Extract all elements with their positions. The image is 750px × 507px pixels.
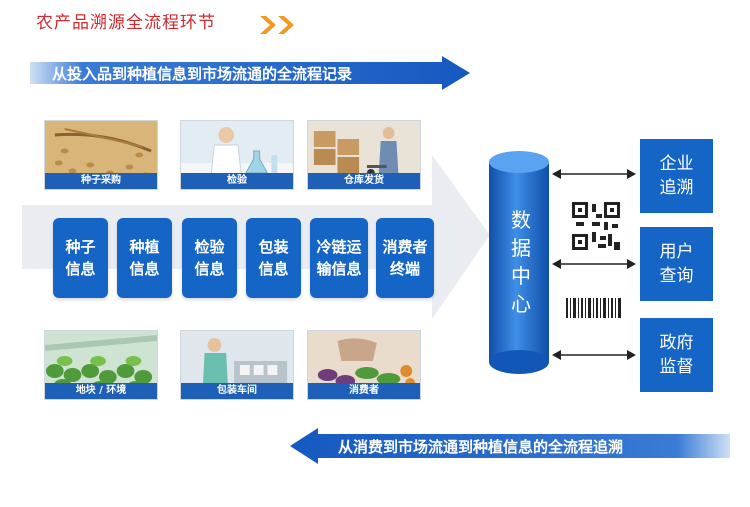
photo-consumer: 消费者 bbox=[307, 330, 421, 400]
double-arrow-icon bbox=[552, 350, 636, 360]
page-title: 农产品溯源全流程环节 bbox=[36, 13, 216, 33]
forward-flow-banner: 从投入品到种植信息到市场流通的全流程记录 bbox=[30, 56, 470, 90]
photo-caption: 消费者 bbox=[308, 383, 420, 399]
info-block-planting: 种植信息 bbox=[117, 218, 172, 298]
photo-seed-purchase: 种子采购 bbox=[44, 120, 158, 190]
box-government-supervision: 政府监督 bbox=[640, 318, 713, 392]
double-arrow-icon bbox=[552, 259, 636, 269]
photo-caption: 检验 bbox=[181, 173, 293, 189]
box-user-query: 用户查询 bbox=[640, 227, 713, 301]
reverse-trace-text: 从消费到市场流通到种植信息的全流程追溯 bbox=[338, 437, 624, 456]
barcode-icon bbox=[566, 298, 621, 318]
box-enterprise-trace: 企业追溯 bbox=[640, 139, 713, 213]
data-center-label: 数 据 中 心 bbox=[511, 208, 531, 316]
forward-flow-text: 从投入品到种植信息到市场流通的全流程记录 bbox=[52, 64, 353, 83]
double-chevron-icon bbox=[260, 16, 294, 34]
info-block-seed: 种子信息 bbox=[53, 218, 108, 298]
info-block-consumer-terminal: 消费者终端 bbox=[376, 218, 434, 298]
photo-field-environment: 地块 / 环境 bbox=[44, 330, 158, 400]
qr-code-icon bbox=[572, 202, 620, 250]
info-block-cold-chain: 冷链运输信息 bbox=[310, 218, 368, 298]
data-center-cylinder bbox=[489, 151, 549, 374]
double-arrow-icon bbox=[552, 169, 636, 179]
photo-inspection: 检验 bbox=[180, 120, 294, 190]
photo-caption: 地块 / 环境 bbox=[45, 383, 157, 399]
reverse-trace-banner: 从消费到市场流通到种植信息的全流程追溯 bbox=[290, 428, 730, 464]
photo-caption: 包装车间 bbox=[181, 383, 293, 399]
photo-warehouse-shipping: 仓库发货 bbox=[307, 120, 421, 190]
photo-packaging-workshop: 包装车间 bbox=[180, 330, 294, 400]
info-block-packaging: 包装信息 bbox=[246, 218, 301, 298]
info-block-inspection: 检验信息 bbox=[182, 218, 237, 298]
photo-caption: 种子采购 bbox=[45, 173, 157, 189]
photo-caption: 仓库发货 bbox=[308, 173, 420, 189]
